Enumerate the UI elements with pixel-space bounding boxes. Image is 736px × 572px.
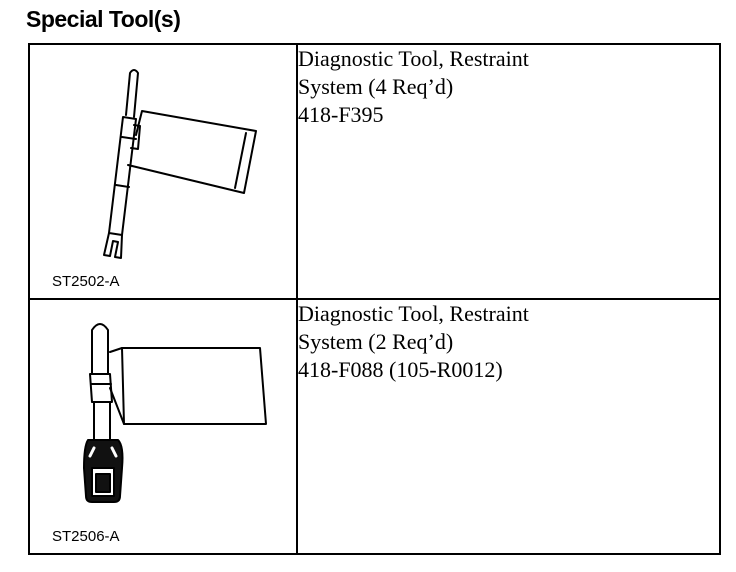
tool-description-cell: Diagnostic Tool, Restraint System (4 Req…: [296, 43, 721, 300]
tool-part-number: 418-F395: [298, 102, 384, 127]
section-title: Special Tool(s): [26, 6, 181, 32]
tool-name-line: Diagnostic Tool, Restraint: [298, 301, 529, 326]
tool-row: ST2502-A Diagnostic Tool, Restraint Syst…: [28, 43, 721, 300]
tool-quantity-line: System (4 Req’d): [298, 74, 454, 99]
tool-quantity-line: System (2 Req’d): [298, 329, 454, 354]
tool-row: ST2506-A Diagnostic Tool, Restraint Syst…: [28, 298, 721, 555]
tool-code-label: ST2502-A: [52, 273, 120, 290]
special-tools-table: ST2502-A Diagnostic Tool, Restraint Syst…: [28, 43, 721, 555]
diagnostic-tool-flag-icon: [103, 69, 257, 259]
tool-description: Diagnostic Tool, Restraint System (2 Req…: [298, 300, 719, 384]
tool-part-number: 418-F088 (105-R0012): [298, 357, 503, 382]
tool-description-cell: Diagnostic Tool, Restraint System (2 Req…: [296, 298, 721, 555]
tool-name-line: Diagnostic Tool, Restraint: [298, 46, 529, 71]
tool-description: Diagnostic Tool, Restraint System (4 Req…: [298, 45, 719, 129]
tool-illustration-cell: ST2506-A: [28, 298, 298, 555]
diagnostic-tool-connector-icon: [83, 323, 267, 503]
tool-illustration-cell: ST2502-A: [28, 43, 298, 300]
tool-code-label: ST2506-A: [52, 528, 120, 545]
